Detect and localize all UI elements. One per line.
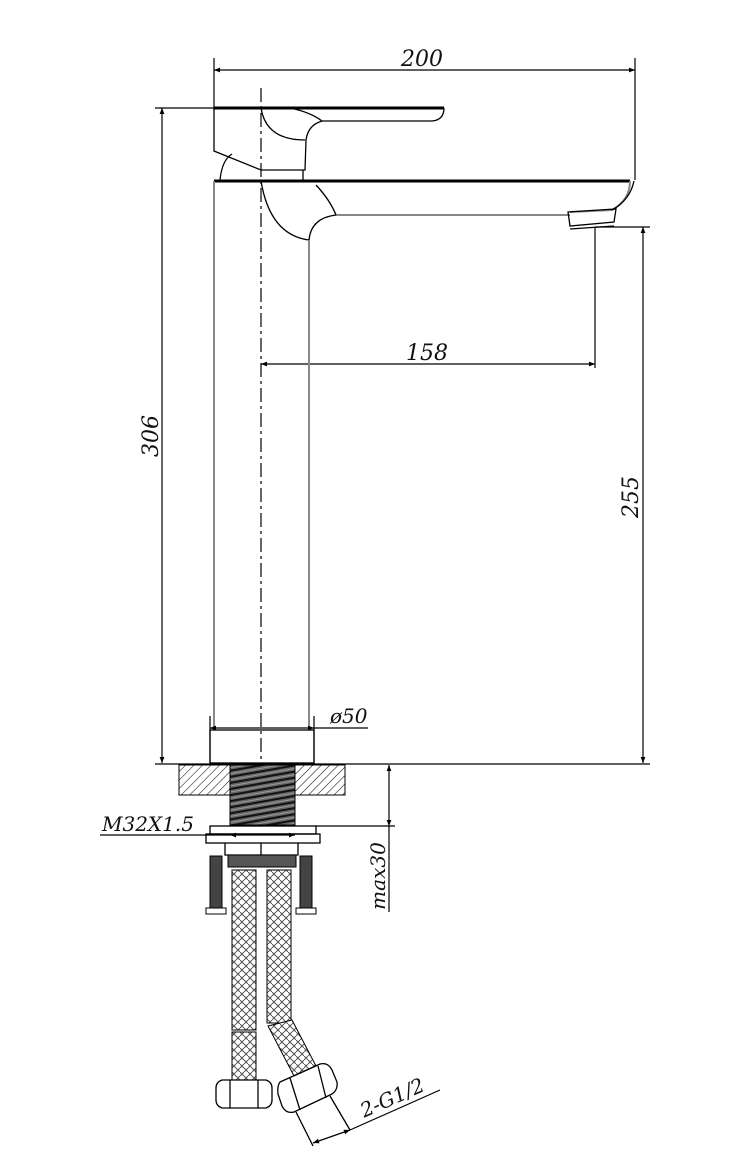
dimension-overall-width: 200 — [213, 47, 636, 180]
threaded-shank — [229, 764, 296, 826]
label-spout-reach: 158 — [406, 341, 448, 366]
hose-connector-nuts — [215, 1062, 351, 1147]
label-mounting-thread: M32X1.5 — [101, 812, 194, 836]
label-overall-width: 200 — [400, 47, 443, 72]
faucet-body — [209, 106, 635, 764]
dimension-max-deck-thickness: max30 — [316, 765, 395, 912]
label-hose-connections: 2-G1/2 — [355, 1073, 427, 1123]
dimension-body-diameter: ø50 — [209, 704, 368, 763]
dimension-hose-connections: 2-G1/2 — [312, 1073, 441, 1144]
label-overall-height: 306 — [139, 415, 164, 457]
mounting-studs — [205, 855, 317, 915]
label-max-deck-thickness: max30 — [366, 842, 390, 910]
dimension-overall-height: 306 — [139, 107, 214, 763]
dimension-spout-height: 255 — [595, 226, 650, 763]
dimension-spout-reach: 158 — [261, 228, 596, 368]
countertop-section — [178, 764, 346, 796]
braided-hoses — [231, 869, 317, 1081]
label-body-diameter: ø50 — [329, 704, 368, 728]
dimension-mounting-thread: M32X1.5 — [100, 812, 295, 838]
label-spout-height: 255 — [619, 476, 644, 519]
